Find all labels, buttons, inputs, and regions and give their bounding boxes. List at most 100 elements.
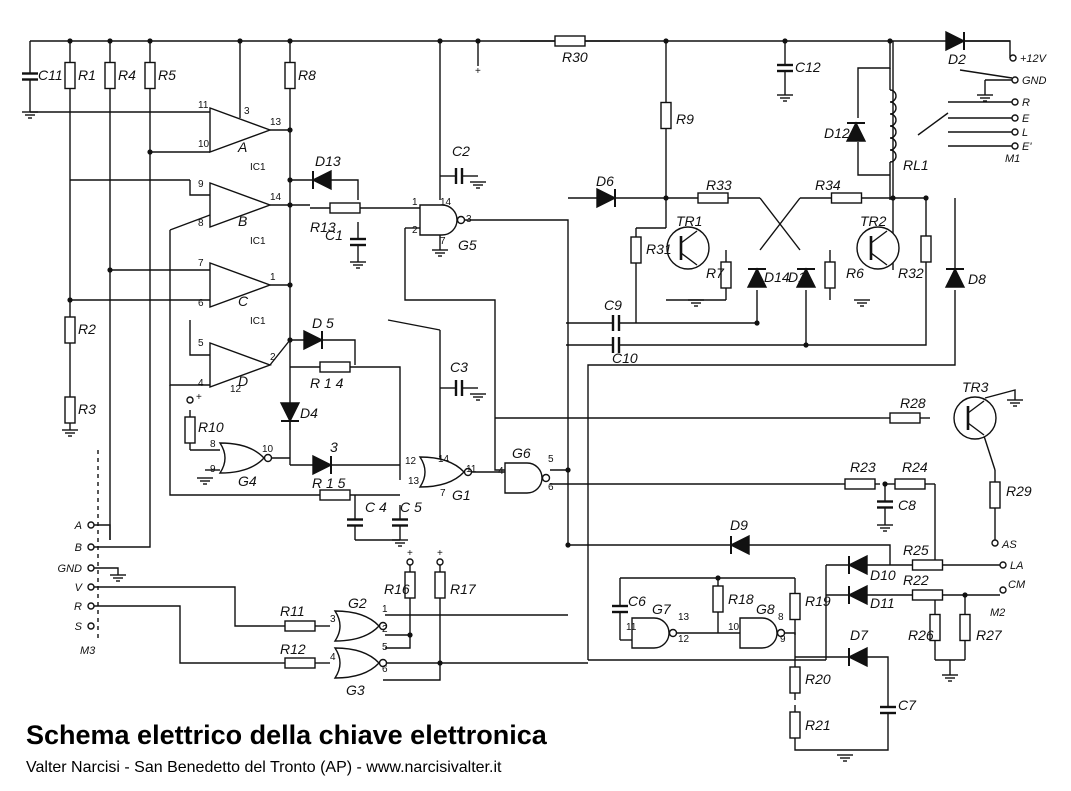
- resistor: [284, 657, 316, 669]
- nand-gate-g6: [504, 462, 543, 494]
- component-label: D10: [870, 567, 896, 583]
- terminal: [991, 539, 999, 547]
- component-label: D14: [764, 269, 790, 285]
- resistor: [959, 613, 971, 642]
- resistor: [844, 478, 876, 490]
- component-label: R26: [908, 627, 934, 643]
- connector-m3: M3: [80, 645, 96, 657]
- gate-label: G2: [348, 595, 367, 611]
- component-label: R22: [903, 572, 929, 588]
- pin-number: 14: [440, 197, 452, 208]
- terminal-e-prime: E': [1022, 141, 1032, 153]
- component-label: D7: [850, 627, 869, 643]
- component-label: R29: [1006, 483, 1032, 499]
- pin-number: 6: [198, 298, 204, 309]
- resistor: [929, 613, 941, 642]
- component-label: R25: [903, 542, 929, 558]
- terminal-cm: CM: [1008, 579, 1026, 591]
- transistor-tr2: [856, 226, 900, 270]
- resistor: [830, 192, 863, 204]
- pin-number: 9: [210, 464, 216, 475]
- pin-number: 2: [412, 225, 418, 236]
- gate-label: G6: [512, 445, 531, 461]
- component-label: R34: [815, 177, 841, 193]
- ic1-label: IC1: [250, 236, 266, 247]
- terminal-v: V: [75, 582, 84, 594]
- op-amp-c-label: C: [238, 293, 249, 309]
- component-label: 3: [330, 439, 338, 455]
- op-amp-a-label: A: [237, 139, 247, 155]
- component-label: R2: [78, 321, 96, 337]
- resistor: [911, 589, 944, 601]
- pin-number: 4: [198, 378, 204, 389]
- pin-number: 8: [210, 439, 216, 450]
- terminal: [1011, 142, 1019, 150]
- component-label: R11: [280, 603, 305, 619]
- component-label: R13: [310, 219, 336, 235]
- transistor-label: TR1: [676, 213, 702, 229]
- pin-number: 9: [780, 634, 786, 645]
- component-label: R20: [805, 671, 831, 687]
- component-label: R1: [78, 67, 96, 83]
- transistor-tr3: [953, 396, 997, 440]
- resistor: [789, 711, 801, 739]
- junction-dot: [754, 320, 760, 326]
- resistor: [404, 571, 416, 599]
- resistor: [284, 61, 296, 90]
- component-label: C9: [604, 297, 622, 313]
- resistor: [712, 585, 724, 613]
- component-label: R7: [706, 265, 725, 281]
- component-label: D6: [596, 173, 614, 189]
- pin-number: 3: [244, 106, 250, 117]
- component-label: C 4: [365, 499, 387, 515]
- pin-number: 14: [438, 454, 450, 465]
- terminal-gnd: GND: [1022, 75, 1047, 87]
- junction-dot: [962, 592, 968, 598]
- terminal-s: S: [75, 621, 83, 633]
- component-label: C11: [38, 67, 63, 83]
- diode: [729, 534, 750, 556]
- component-label: R18: [728, 591, 754, 607]
- terminal-gnd-left: GND: [58, 563, 83, 575]
- component-label: R32: [898, 265, 924, 281]
- component-label: D13: [315, 153, 341, 169]
- component-label: D8: [968, 271, 986, 287]
- terminal: [87, 602, 95, 610]
- junction-dot: [437, 660, 443, 666]
- nand-gate-g5: [419, 204, 458, 236]
- pin-number: 10: [198, 139, 210, 150]
- nor-gate-g3: [333, 647, 380, 679]
- gate-label: G1: [452, 487, 471, 503]
- pin-number: 12: [405, 456, 417, 467]
- nand-gate-g8: [739, 617, 778, 649]
- terminal-as: AS: [1001, 539, 1017, 551]
- component-label: R8: [298, 67, 316, 83]
- pin-number: 3: [466, 214, 472, 225]
- ic1-label: IC1: [250, 162, 266, 173]
- pin-number: 2: [382, 624, 388, 635]
- pin-number: 1: [382, 604, 388, 615]
- pin-number: 14: [270, 192, 282, 203]
- component-label: C3: [450, 359, 468, 375]
- component-label: R19: [805, 593, 831, 609]
- relay-contact: [917, 112, 949, 136]
- junction-dot: [890, 195, 896, 201]
- pin-number: 13: [408, 476, 420, 487]
- component-label: R4: [118, 67, 136, 83]
- resistor: [720, 261, 732, 289]
- component-label: D11: [870, 595, 895, 611]
- transistor-label: TR2: [860, 213, 887, 229]
- nor-gate-g1: [418, 456, 465, 488]
- pin-number: 2: [270, 352, 276, 363]
- relay-label: RL1: [903, 157, 929, 173]
- resistor: [144, 61, 156, 90]
- resistor: [284, 620, 316, 632]
- terminal-plus12v: +12V: [1020, 53, 1048, 65]
- connector-m2: M2: [990, 607, 1005, 619]
- resistor: [319, 489, 351, 501]
- terminal: [87, 564, 95, 572]
- component-label: D1: [788, 269, 806, 285]
- pin-number: 10: [262, 444, 274, 455]
